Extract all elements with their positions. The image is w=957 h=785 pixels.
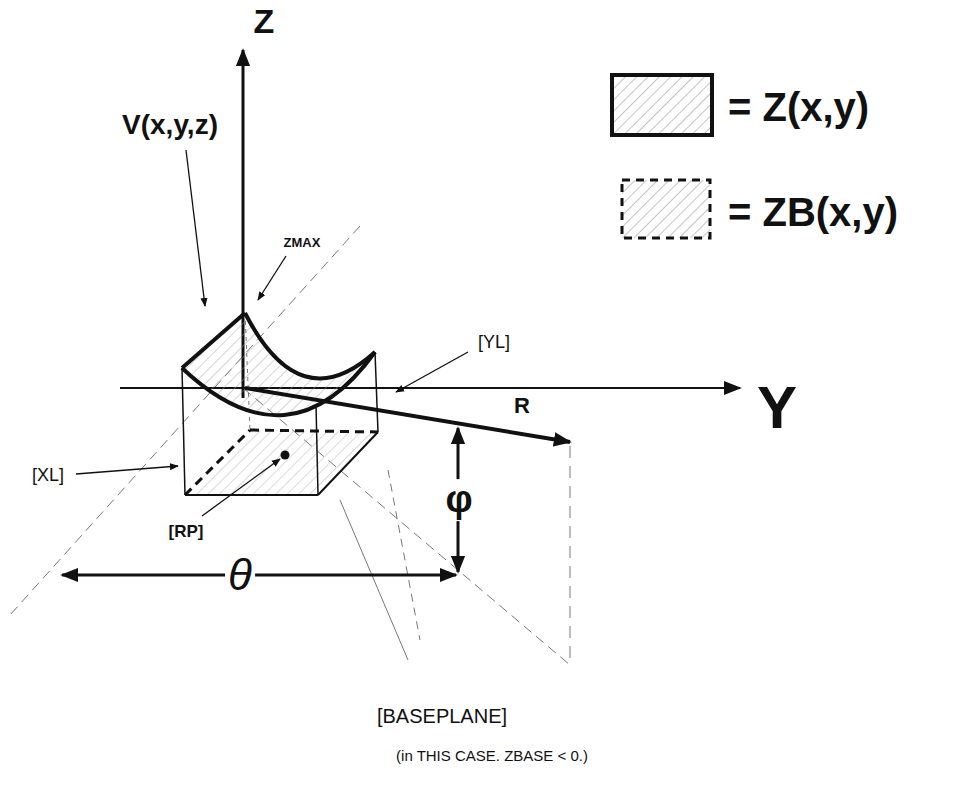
surface-trough	[182, 313, 375, 415]
legend-swatch	[622, 180, 710, 238]
angle-label: φ	[442, 479, 475, 521]
r-vector	[245, 388, 570, 442]
legend-swatches	[612, 75, 712, 238]
legend-text: = ZB(x,y)	[728, 190, 898, 234]
guide-lines	[10, 226, 570, 665]
leader-lines	[76, 150, 468, 516]
limit-label: [YL]	[478, 333, 510, 353]
baseplane-label: [BASEPLANE]	[377, 705, 507, 727]
axis-label: Y	[757, 375, 797, 441]
angle-label: θ	[225, 551, 255, 599]
legend-swatch	[612, 75, 712, 135]
rp-point	[281, 451, 290, 460]
zmax-label: ZMAX	[284, 236, 321, 250]
axis-label: Z	[254, 3, 275, 40]
point-label: [RP]	[169, 523, 204, 542]
limit-label: [XL]	[32, 466, 64, 486]
legend-text: = Z(x,y)	[728, 85, 869, 129]
volume-label: V(x,y,z)	[122, 110, 218, 141]
vector-label: R	[514, 394, 530, 418]
note-text: (in THIS CASE. ZBASE < 0.)	[396, 748, 588, 765]
theta-arrow	[62, 574, 456, 577]
